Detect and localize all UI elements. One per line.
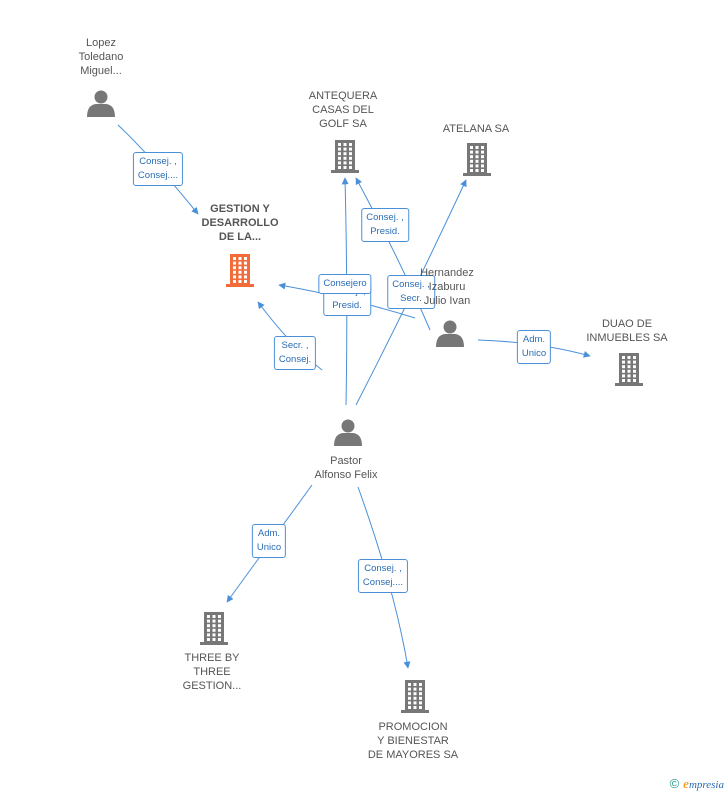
relation-label-pastor-to-three[interactable]: Adm. Unico xyxy=(251,524,287,558)
person-icon-lopez[interactable] xyxy=(87,90,115,118)
person-icon-hernandez[interactable] xyxy=(436,320,464,348)
node-label-pastor[interactable]: Pastor Alfonso Felix xyxy=(314,455,378,481)
building-icon-gestion[interactable] xyxy=(226,254,254,287)
brand-footer: ©empresia xyxy=(670,776,724,792)
node-label-lopez[interactable]: Lopez Toledano Miguel... xyxy=(78,37,124,77)
building-icon-duao[interactable] xyxy=(615,353,643,386)
node-label-promocion[interactable]: PROMOCION Y BIENESTAR DE MAYORES SA xyxy=(367,721,459,761)
edges-layer xyxy=(117,124,591,669)
node-label-duao[interactable]: DUAO DE INMUEBLES SA xyxy=(586,318,668,344)
relation-label-pastor-to-atelana[interactable]: Consej. , Secr. xyxy=(387,275,435,309)
building-icon-three[interactable] xyxy=(200,612,228,645)
node-label-gestion[interactable]: GESTION Y DESARROLLO DE LA... xyxy=(201,203,279,243)
brand-logo-e: e xyxy=(683,776,689,791)
edge-hernandez-to-antequera xyxy=(355,177,431,331)
node-label-atelana[interactable]: ATELANA SA xyxy=(442,123,510,135)
relation-label-pastor-to-antequera[interactable]: Consejero xyxy=(318,274,372,294)
relation-label-hernandez-to-duao[interactable]: Adm. Unico xyxy=(516,330,552,364)
relation-label-pastor-to-gestion[interactable]: Secr. , Consej. xyxy=(273,336,317,370)
relation-label-hernandez-to-antequera[interactable]: Consej. , Presid. xyxy=(361,208,409,242)
icons-layer xyxy=(87,90,643,713)
node-label-three[interactable]: THREE BY THREE GESTION... xyxy=(182,652,242,692)
relation-label-lopez-to-gestion[interactable]: Consej. , Consej.... xyxy=(132,152,184,186)
relation-label-pastor-to-promocion[interactable]: Consej. , Consej.... xyxy=(357,559,409,593)
brand-logo-text: mpresia xyxy=(688,779,724,791)
node-label-hernandez[interactable]: Hernandez Izaburu Julio Ivan xyxy=(420,267,474,307)
building-icon-antequera[interactable] xyxy=(331,140,359,173)
building-icon-promocion[interactable] xyxy=(401,680,429,713)
person-icon-pastor[interactable] xyxy=(334,419,362,447)
building-icon-atelana[interactable] xyxy=(463,143,491,176)
node-label-antequera[interactable]: ANTEQUERA CASAS DEL GOLF SA xyxy=(308,90,378,130)
copyright-symbol: © xyxy=(669,776,680,791)
